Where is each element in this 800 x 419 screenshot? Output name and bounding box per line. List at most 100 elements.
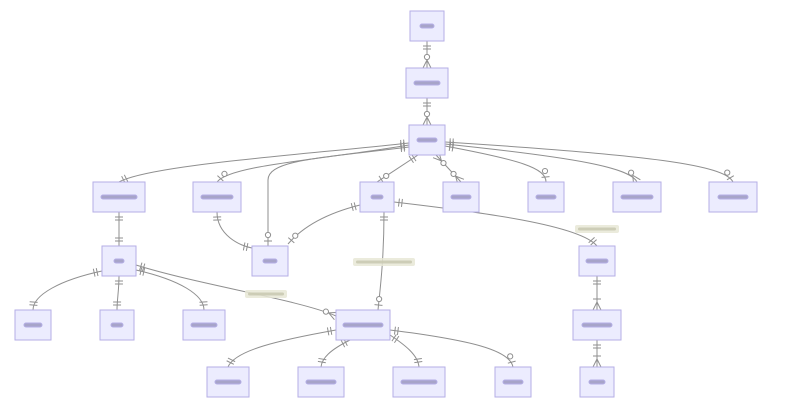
entity-name-placeholder xyxy=(400,379,438,385)
entity-e4[interactable] xyxy=(92,181,146,213)
cardinality-marker-e6-e17-start xyxy=(379,216,388,221)
entity-e21[interactable] xyxy=(392,366,446,398)
entity-e7[interactable] xyxy=(442,181,480,213)
cardinality-marker-e3-e12-start xyxy=(400,143,406,153)
relationship-e5-e12 xyxy=(216,211,253,249)
relationship-e11-e17 xyxy=(135,264,337,317)
cardinality-marker-e4-e11-end xyxy=(115,237,123,242)
entity-e1[interactable] xyxy=(409,10,445,42)
cardinality-marker-e1-e2-start xyxy=(423,45,431,50)
cardinality-marker-e11-e15-end xyxy=(113,301,122,306)
entity-name-placeholder xyxy=(113,258,125,264)
cardinality-marker-e6-e13-start xyxy=(398,198,403,207)
relationship-e3-e6 xyxy=(376,154,419,183)
cardinality-marker-e17-e22-start xyxy=(393,326,399,336)
cardinality-marker-e18-e23-start xyxy=(593,344,601,349)
cardinality-marker-e17-e21-end xyxy=(413,358,423,364)
cardinality-marker-e3-e12-end xyxy=(264,231,272,242)
entity-e3[interactable] xyxy=(408,124,446,156)
entity-name-placeholder xyxy=(190,322,218,328)
relationship-e3-e12 xyxy=(267,146,410,246)
entity-name-placeholder xyxy=(413,80,441,86)
entity-name-placeholder xyxy=(717,194,749,200)
entity-e17[interactable] xyxy=(335,309,391,341)
cardinality-marker-e18-e23-end xyxy=(592,355,602,368)
cardinality-marker-e6-e12-end xyxy=(287,232,299,244)
cardinality-marker-e4-e11-start xyxy=(115,216,123,221)
cardinality-marker-e17-e19-end xyxy=(226,357,236,365)
entity-e15[interactable] xyxy=(99,309,135,341)
entity-boxes xyxy=(14,10,758,398)
relationship-e3-e8 xyxy=(444,145,547,183)
cardinality-marker-e3-e10-end xyxy=(724,169,735,181)
relationship-label-2 xyxy=(575,225,619,233)
entity-name-placeholder xyxy=(262,258,278,264)
entity-e22[interactable] xyxy=(494,366,532,398)
cardinality-marker-e2-e3-end xyxy=(422,110,432,126)
entity-name-placeholder xyxy=(305,379,337,385)
relationship-e11-e14 xyxy=(32,270,103,311)
relationship-e17-e21 xyxy=(389,334,420,368)
entity-name-placeholder xyxy=(581,322,613,328)
cardinality-marker-e6-e13-end xyxy=(588,237,597,246)
entity-e6[interactable] xyxy=(359,181,395,213)
entity-e16[interactable] xyxy=(182,309,226,341)
relationship-e3-e10 xyxy=(444,141,734,183)
relationship-e6-e12 xyxy=(287,204,361,245)
entity-name-placeholder xyxy=(370,194,384,200)
cardinality-marker-e3-e6-start xyxy=(408,154,417,164)
entity-e12[interactable] xyxy=(251,245,289,277)
relationship-label-3 xyxy=(245,290,287,298)
cardinality-marker-e2-e3-start xyxy=(423,102,431,107)
relationship-label-1 xyxy=(353,258,415,266)
cardinality-marker-e13-e18-start xyxy=(593,280,601,285)
entity-e2[interactable] xyxy=(405,67,449,99)
entity-e19[interactable] xyxy=(206,366,250,398)
entity-name-placeholder xyxy=(342,322,384,328)
entity-name-placeholder xyxy=(416,137,438,143)
cardinality-marker-e11-e14-start xyxy=(92,268,99,277)
entity-name-placeholder xyxy=(620,194,654,200)
cardinality-marker-e11-e16-end xyxy=(199,301,208,306)
cardinality-marker-e11-e14-end xyxy=(29,301,38,306)
cardinality-marker-e11-e17-start xyxy=(139,262,146,272)
entity-e18[interactable] xyxy=(572,309,622,341)
cardinality-marker-e1-e2-end xyxy=(422,53,432,69)
relationship-e6-e17 xyxy=(377,211,385,311)
entity-e5[interactable] xyxy=(192,181,242,213)
cardinality-marker-e17-e22-end xyxy=(507,353,516,364)
cardinality-marker-e13-e18-end xyxy=(592,298,602,311)
relationship-e11-e15 xyxy=(116,275,120,311)
entity-name-placeholder xyxy=(419,23,435,29)
relationship-e17-e22 xyxy=(389,329,514,368)
relationship-e3-e4 xyxy=(118,142,410,183)
entity-e20[interactable] xyxy=(297,366,345,398)
cardinality-marker-e17-e19-start xyxy=(326,326,333,336)
entity-e14[interactable] xyxy=(14,309,52,341)
entity-e11[interactable] xyxy=(101,245,137,277)
entity-name-placeholder xyxy=(535,194,557,200)
relationship-e3-e9 xyxy=(444,143,638,183)
cardinality-marker-e3-e8-end xyxy=(541,167,550,178)
entity-name-placeholder xyxy=(214,379,242,385)
entity-e9[interactable] xyxy=(612,181,662,213)
cardinality-marker-e11-e17-end xyxy=(322,308,338,320)
relationship-e6-e13 xyxy=(393,201,598,247)
cardinality-marker-e6-e12-start xyxy=(350,202,357,211)
entity-e23[interactable] xyxy=(579,366,615,398)
entity-e10[interactable] xyxy=(708,181,758,213)
entity-name-placeholder xyxy=(585,258,609,264)
cardinality-marker-e11-e16-start xyxy=(139,267,146,276)
entity-e13[interactable] xyxy=(578,245,616,277)
cardinality-marker-e3-e5-end xyxy=(217,170,228,182)
cardinality-marker-e5-e12-start xyxy=(213,216,222,221)
relationship-e11-e16 xyxy=(135,269,205,311)
cardinality-marker-e17-e21-start xyxy=(391,334,400,344)
entity-name-placeholder xyxy=(23,322,43,328)
entity-e8[interactable] xyxy=(527,181,565,213)
entity-name-placeholder xyxy=(100,194,138,200)
entity-name-placeholder xyxy=(450,194,472,200)
relationship-labels xyxy=(245,225,619,298)
entity-name-placeholder xyxy=(110,322,124,328)
